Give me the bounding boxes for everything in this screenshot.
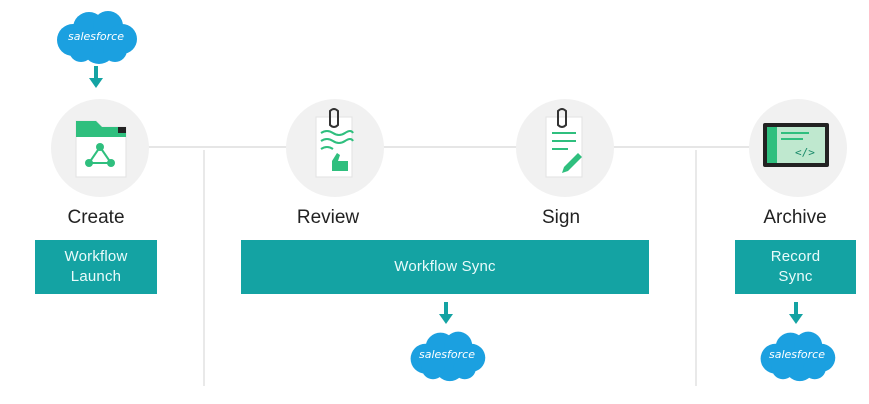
arrow-down-icon	[439, 302, 453, 324]
document-thumbs-up-icon	[315, 108, 354, 178]
salesforce-logo-top: salesforce	[51, 6, 141, 66]
arrow-down-icon	[89, 66, 103, 88]
archive-stage-circle: </>	[749, 99, 847, 197]
salesforce-logo-middle: salesforce	[405, 326, 489, 384]
salesforce-logo-text: salesforce	[68, 30, 124, 43]
salesforce-logo-text: salesforce	[769, 348, 825, 361]
sign-stage-circle	[516, 99, 614, 197]
stage-label-review: Review	[296, 207, 360, 228]
workflow-launch-box: Workflow Launch	[35, 240, 157, 294]
create-stage-circle	[51, 99, 149, 197]
divider-left	[203, 150, 205, 386]
record-sync-box: Record Sync	[735, 240, 856, 294]
folder-network-icon	[75, 120, 127, 178]
stage-label-archive: Archive	[763, 207, 827, 228]
workflow-sync-box: Workflow Sync	[241, 240, 649, 294]
connector-create-review	[148, 146, 290, 148]
connector-review-sign	[380, 146, 520, 148]
monitor-code-icon: </>	[763, 123, 829, 167]
workflow-sync-label: Workflow Sync	[394, 258, 496, 275]
document-pen-icon	[545, 108, 583, 178]
salesforce-logo-right: salesforce	[755, 326, 839, 384]
record-sync-label: Record Sync	[770, 248, 821, 285]
connector-sign-archive	[612, 146, 754, 148]
svg-text:</>: </>	[795, 146, 815, 159]
workflow-launch-label: Workflow Launch	[64, 248, 128, 285]
salesforce-logo-text: salesforce	[419, 348, 475, 361]
stage-label-create: Create	[67, 207, 125, 228]
review-stage-circle	[286, 99, 384, 197]
stage-label-sign: Sign	[541, 207, 581, 228]
divider-right	[695, 150, 697, 386]
arrow-down-icon	[789, 302, 803, 324]
